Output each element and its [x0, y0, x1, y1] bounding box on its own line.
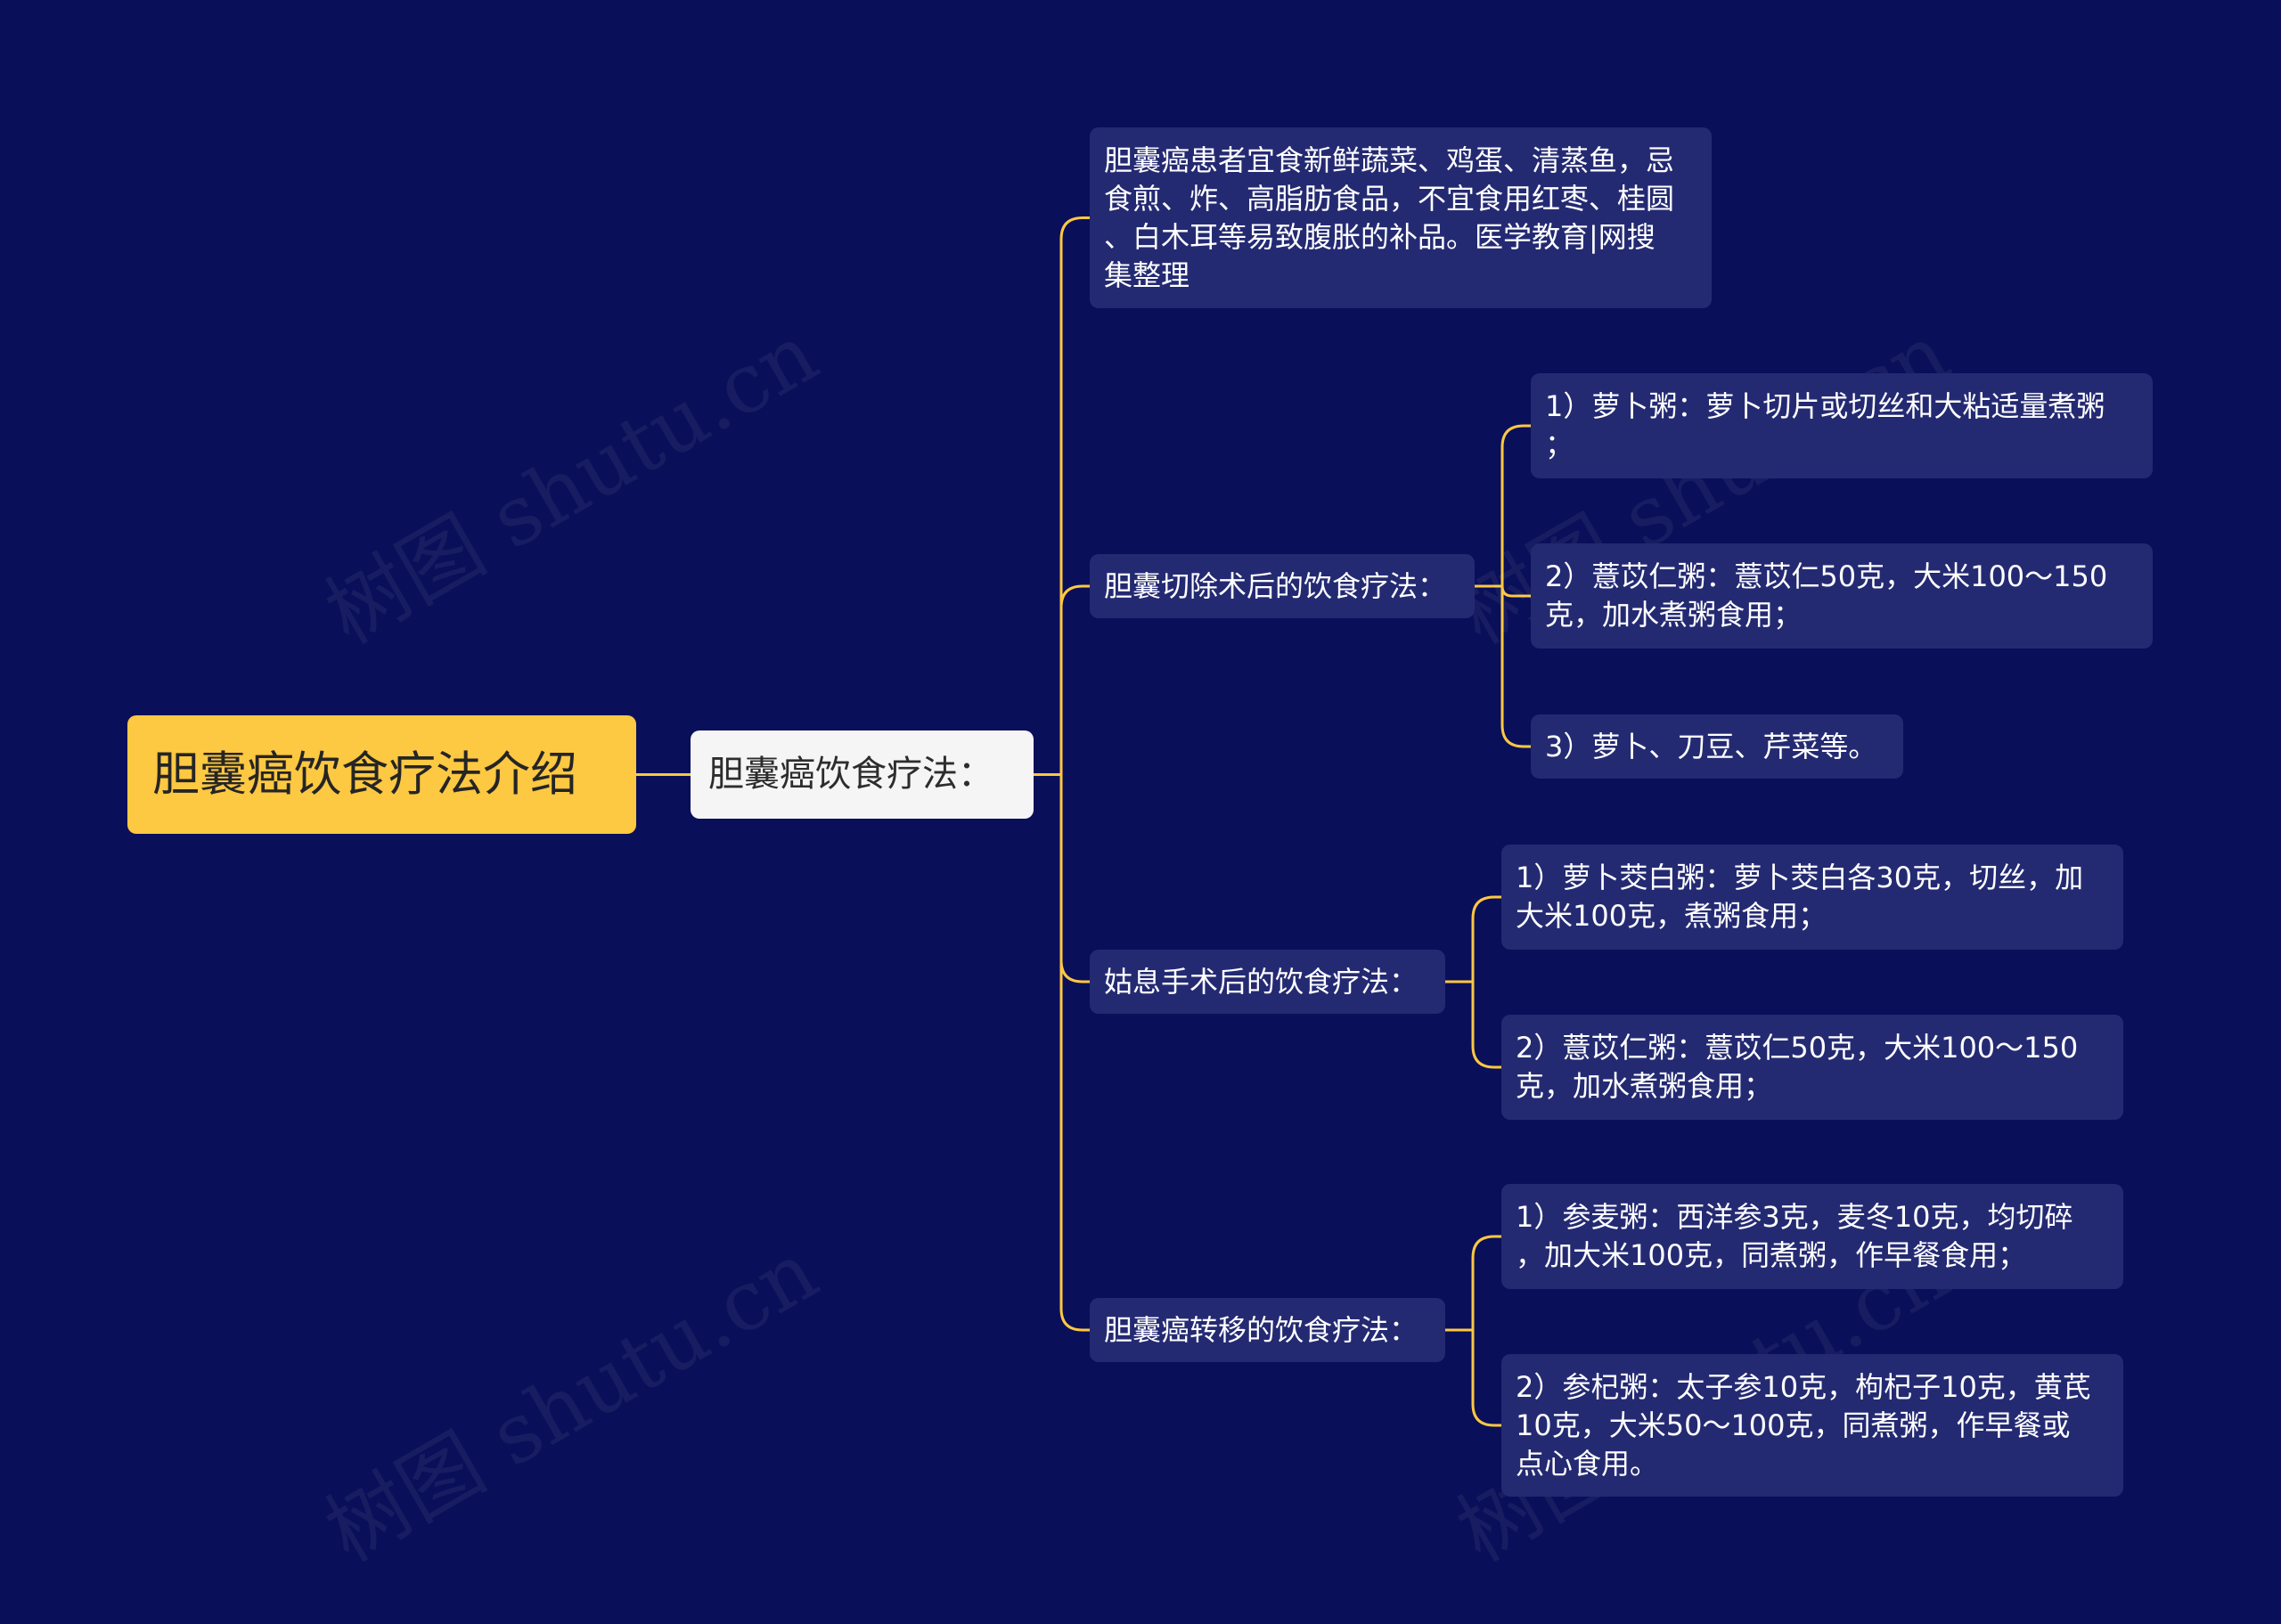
leaf-coix-porridge-2[interactable]: 2）薏苡仁粥：薏苡仁50克，大米100～150 克，加水煮粥食用； [1501, 1015, 2123, 1120]
center-link-link [1059, 216, 1091, 776]
center-link-link [1059, 584, 1091, 776]
branch1-link-link [1500, 584, 1533, 748]
branch-metastasis[interactable]: 胆囊癌转移的饮食疗法： [1090, 1298, 1445, 1362]
branch3-link-link [1471, 1235, 1503, 1332]
leaf-ginseng-goji-porridge[interactable]: 2）参杞粥：太子参10克，枸杞子10克，黄芪 10克，大米50～100克，同煮粥… [1501, 1354, 2123, 1497]
root-topic[interactable]: 胆囊癌饮食疗法介绍 [127, 715, 636, 834]
branch1-link-link [1500, 424, 1533, 588]
branch3-link-link [1471, 1328, 1503, 1427]
branch2-link-link [1471, 980, 1503, 1069]
branch-post-cholecystectomy[interactable]: 胆囊切除术后的饮食疗法： [1090, 554, 1475, 618]
leaf-ginseng-ophiopogon-porridge[interactable]: 1）参麦粥：西洋参3克，麦冬10克，均切碎 ，加大米100克，同煮粥，作早餐食用… [1501, 1184, 2123, 1289]
branch-palliative-surgery[interactable]: 姑息手术后的饮食疗法： [1090, 950, 1445, 1014]
leaf-radish-porridge[interactable]: 1）萝卜粥：萝卜切片或切丝和大粘适量煮粥 ； [1531, 373, 2153, 478]
center-link-link [1059, 773, 1091, 1332]
branch2-link-link [1471, 895, 1503, 983]
leaf-coix-porridge[interactable]: 2）薏苡仁粥：薏苡仁50克，大米100～150 克，加水煮粥食用； [1531, 543, 2153, 649]
center-link-link [1059, 773, 1091, 983]
leaf-radish-beans-celery[interactable]: 3）萝卜、刀豆、芹菜等。 [1531, 714, 1903, 779]
leaf-radish-wild-rice-porridge[interactable]: 1）萝卜茭白粥：萝卜茭白各30克，切丝，加 大米100克，煮粥食用； [1501, 845, 2123, 950]
branch-diet-advice[interactable]: 胆囊癌患者宜食新鲜蔬菜、鸡蛋、清蒸鱼，忌 食煎、炸、高脂肪食品，不宜食用红枣、桂… [1090, 127, 1712, 308]
branch1-link-link [1500, 584, 1533, 598]
main-topic[interactable]: 胆囊癌饮食疗法： [691, 730, 1034, 819]
